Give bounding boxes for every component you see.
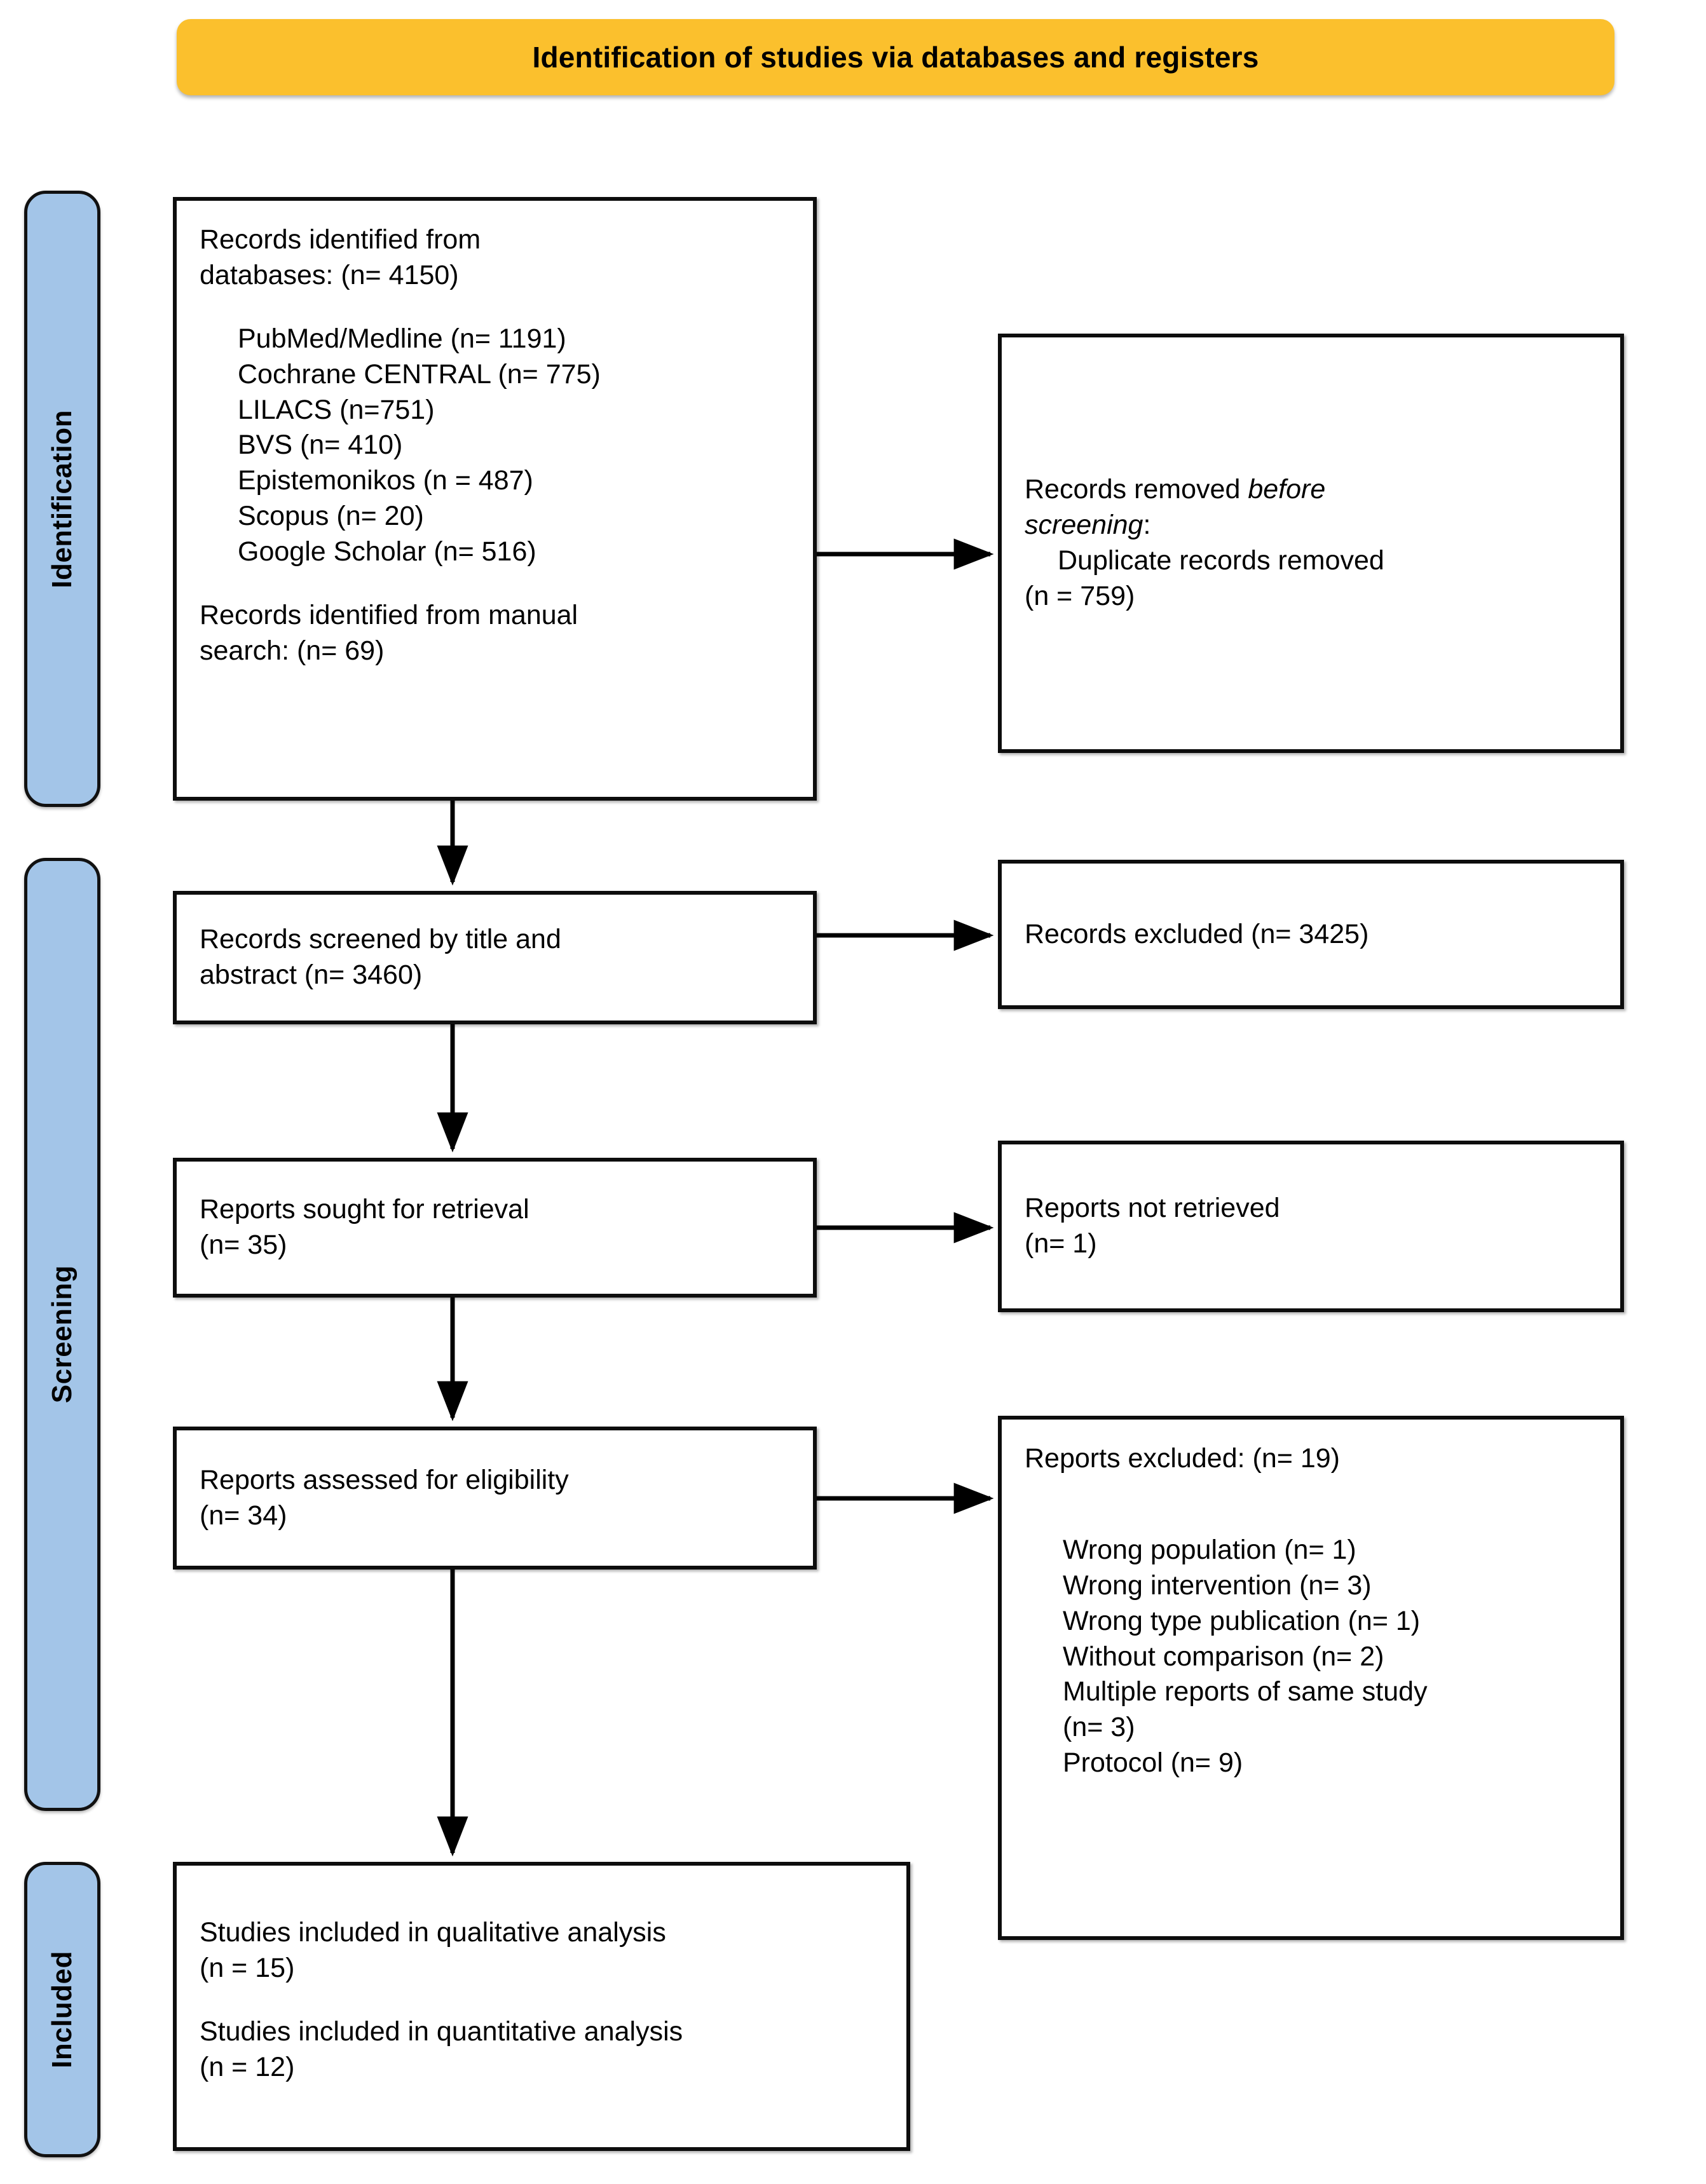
- reason-wrong-population: Wrong population (n= 1): [1063, 1534, 1356, 1565]
- box-reports-not-retrieved: Reports not retrieved (n= 1): [998, 1141, 1624, 1312]
- source-bvs: BVS (n= 410): [238, 430, 403, 461]
- included-spacer-mid: [200, 1986, 884, 2014]
- identified-heading-line2: databases: (n= 4150): [200, 259, 459, 290]
- reason-wrong-intervention: Wrong intervention (n= 3): [1063, 1570, 1372, 1601]
- identified-source-list: PubMed/Medline (n= 1191) Cochrane CENTRA…: [200, 322, 790, 570]
- removed-line4: (n = 759): [1025, 580, 1135, 611]
- reason-protocol: Protocol (n= 9): [1063, 1747, 1243, 1779]
- reason-multiple-reports: Multiple reports of same study: [1063, 1676, 1428, 1707]
- records-excluded-line1: Records excluded (n= 3425): [1025, 918, 1369, 949]
- stage-rail-screening: Screening: [24, 858, 100, 1811]
- source-scopus: Scopus (n= 20): [238, 501, 424, 532]
- included-qualitative-line1: Studies included in qualitative analysis: [200, 1917, 666, 1948]
- included-qualitative-line2: (n = 15): [200, 1952, 295, 1983]
- reports-excluded-heading: Reports excluded: (n= 19): [1025, 1443, 1340, 1474]
- source-pubmed: PubMed/Medline (n= 1191): [238, 323, 566, 354]
- sought-line1: Reports sought for retrieval: [200, 1194, 529, 1225]
- banner-title: Identification of studies via databases …: [532, 41, 1259, 74]
- not-retrieved-line2: (n= 1): [1025, 1228, 1097, 1259]
- removed-line2-post: :: [1143, 510, 1151, 541]
- box-studies-included: Studies included in qualitative analysis…: [173, 1862, 910, 2151]
- screened-line2: abstract (n= 3460): [200, 960, 423, 990]
- stage-rail-included: Included: [24, 1862, 100, 2157]
- included-spacer-top: [200, 1887, 884, 1915]
- identified-spacer-1: [200, 294, 790, 322]
- assessed-line1: Reports assessed for eligibility: [200, 1464, 569, 1495]
- box-reports-assessed: Reports assessed for eligibility (n= 34): [173, 1427, 817, 1570]
- identified-manual-line2: search: (n= 69): [200, 635, 385, 666]
- reason-wrong-type-publication: Wrong type publication (n= 1): [1063, 1605, 1421, 1636]
- assessed-line2: (n= 34): [200, 1500, 287, 1531]
- included-quantitative-line1: Studies included in quantitative analysi…: [200, 2016, 683, 2047]
- reports-excluded-reason-list: Wrong population (n= 1) Wrong interventi…: [1025, 1533, 1597, 1781]
- source-lilacs: LILACS (n=751): [238, 394, 435, 425]
- reports-excluded-spacer-2: [1025, 1505, 1597, 1533]
- box-records-removed: Records removed before screening: Duplic…: [998, 334, 1624, 753]
- removed-line2: screening:: [1025, 508, 1597, 543]
- removed-line1-pre: Records removed: [1025, 474, 1248, 505]
- not-retrieved-line1: Reports not retrieved: [1025, 1193, 1280, 1224]
- header-banner: Identification of studies via databases …: [177, 19, 1614, 95]
- box-records-screened: Records screened by title and abstract (…: [173, 891, 817, 1024]
- removed-line2-italic: screening: [1025, 510, 1143, 541]
- source-cochrane: Cochrane CENTRAL (n= 775): [238, 358, 601, 390]
- source-epistemonikos: Epistemonikos (n = 487): [238, 465, 533, 496]
- removed-line3: Duplicate records removed: [1058, 545, 1384, 576]
- identified-heading-line1: Records identified from: [200, 224, 481, 255]
- identified-manual-line1: Records identified from manual: [200, 600, 578, 631]
- reason-without-comparison: Without comparison (n= 2): [1063, 1641, 1384, 1672]
- stage-label-included: Included: [46, 1951, 78, 2068]
- screened-line1: Records screened by title and: [200, 924, 561, 955]
- sought-line2: (n= 35): [200, 1230, 287, 1260]
- identified-spacer-2: [200, 570, 790, 598]
- reports-excluded-spacer-1: [1025, 1477, 1597, 1505]
- source-google-scholar: Google Scholar (n= 516): [238, 536, 536, 567]
- box-records-excluded: Records excluded (n= 3425): [998, 860, 1624, 1009]
- box-records-identified: Records identified from databases: (n= 4…: [173, 197, 817, 801]
- box-reports-sought: Reports sought for retrieval (n= 35): [173, 1158, 817, 1298]
- box-reports-excluded: Reports excluded: (n= 19) Wrong populati…: [998, 1416, 1624, 1940]
- reason-multiple-reports-count: (n= 3): [1063, 1712, 1135, 1743]
- included-quantitative-line2: (n = 12): [200, 2051, 295, 2082]
- stage-rail-identification: Identification: [24, 191, 100, 807]
- stage-label-screening: Screening: [46, 1265, 78, 1404]
- removed-line1-italic: before: [1248, 474, 1326, 505]
- stage-label-identification: Identification: [46, 409, 78, 588]
- removed-line1: Records removed before: [1025, 472, 1597, 508]
